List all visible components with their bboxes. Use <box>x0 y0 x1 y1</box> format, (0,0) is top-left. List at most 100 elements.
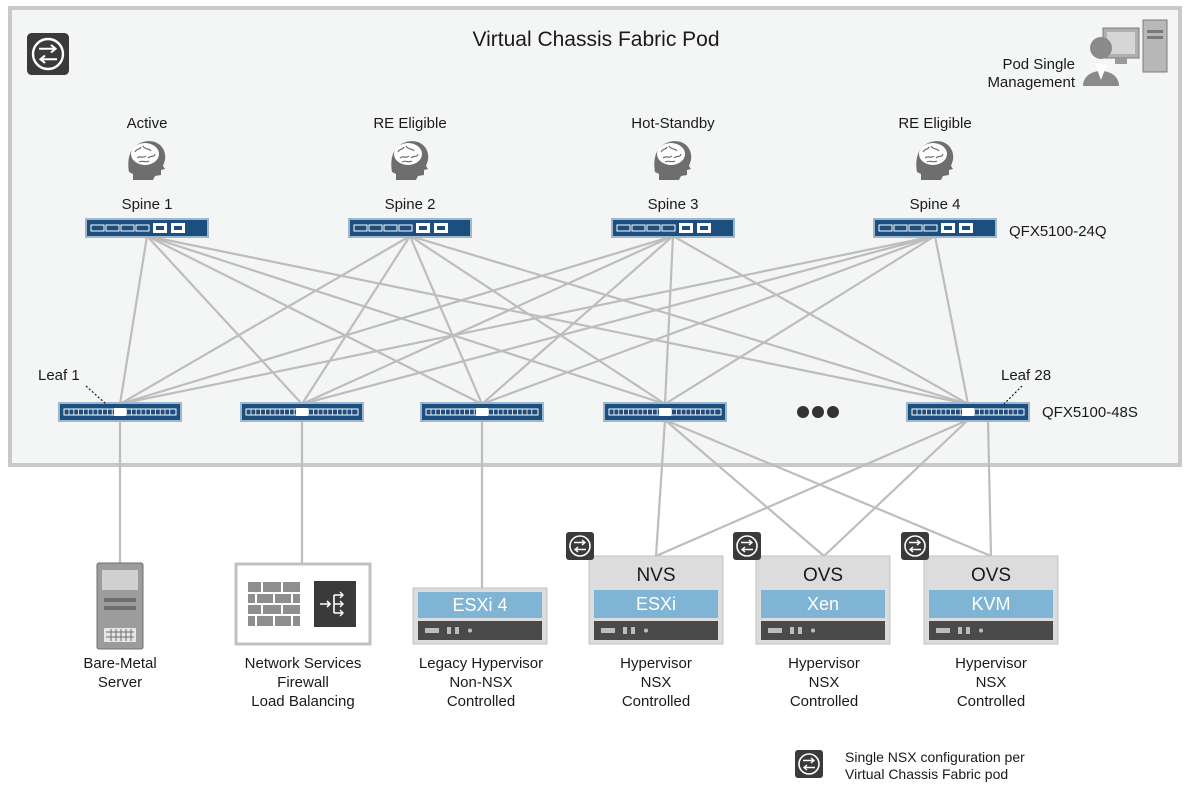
nsx-host-label-line1: Hypervisor <box>955 655 1027 672</box>
access-link <box>823 419 969 557</box>
leaf-last-pointer <box>1003 385 1023 405</box>
leaf-first-pointer <box>85 385 107 405</box>
nsx-host-label-line1: Hypervisor <box>620 655 692 672</box>
access-link <box>654 419 667 557</box>
bare-metal-label-line2: Server <box>98 674 142 691</box>
leaf-model-label: QFX5100-48S <box>1042 404 1138 421</box>
spine-switch <box>611 218 735 238</box>
legacy-hypervisor-host: ESXi 4 <box>412 587 548 645</box>
fabric-link <box>301 234 674 406</box>
nsx-host-label-line2: NSX <box>641 674 672 691</box>
fabric-link <box>672 235 969 405</box>
nsx-hypervisor-group: NVS ESXi OVS Xen OVS KVM <box>565 531 1059 645</box>
fabric-link <box>146 234 969 406</box>
nsx-host-label-line3: Controlled <box>622 693 690 710</box>
fabric-link <box>664 235 936 405</box>
nsx-host-hypervisor: Xen <box>807 594 839 614</box>
spine-switch <box>85 218 209 238</box>
network-services-appliance <box>234 562 372 646</box>
fabric-link <box>481 234 936 406</box>
nsx-host-icon <box>900 531 930 561</box>
legacy-label-line2: Non-NSX <box>449 674 512 691</box>
fabric-link <box>301 234 936 406</box>
spine-model-label: QFX5100-24Q <box>1009 223 1107 240</box>
nsx-host-label-line2: NSX <box>809 674 840 691</box>
nsx-host-label-line1: Hypervisor <box>788 655 860 672</box>
fabric-link <box>409 234 969 406</box>
fabric-link <box>663 235 675 405</box>
nsx-host-icon <box>565 531 595 561</box>
fabric-link <box>481 235 674 405</box>
fabric-link <box>933 235 970 405</box>
pod-title: Virtual Chassis Fabric Pod <box>472 28 719 51</box>
leaf-switch <box>603 402 727 422</box>
leaf-first-label: Leaf 1 <box>38 367 80 384</box>
leaf-switch <box>240 402 364 422</box>
management-label-line2: Management <box>987 74 1075 91</box>
nsx-host-switch: OVS <box>803 565 843 586</box>
leaf-switch <box>58 402 182 422</box>
legend-line1: Single NSX configuration per <box>845 749 1025 765</box>
nsx-host-switch: NVS <box>636 565 675 586</box>
management-label-line1: Pod Single <box>1002 56 1075 73</box>
spine-role-label: Hot-Standby <box>631 115 715 132</box>
nsx-host-icon <box>732 531 762 561</box>
spine-role-label: Active <box>127 115 168 132</box>
spine-switch <box>348 218 472 238</box>
nsx-host-label-line2: NSX <box>976 674 1007 691</box>
legend-line2: Virtual Chassis Fabric pod <box>845 766 1008 782</box>
network-services-label-line3: Load Balancing <box>251 693 354 710</box>
nsx-host: OVS KVM <box>900 531 1059 645</box>
network-services-label-line1: Network Services <box>245 655 362 672</box>
bare-metal-server-icon <box>96 562 144 650</box>
fabric-link <box>119 234 674 406</box>
leaf-switch <box>906 402 1030 422</box>
spine-name-label: Spine 3 <box>648 196 699 213</box>
leaf-last-label: Leaf 28 <box>1001 367 1051 384</box>
access-link <box>655 418 969 558</box>
bare-metal-label-line1: Bare-Metal <box>83 655 156 672</box>
spine-name-label: Spine 4 <box>910 196 961 213</box>
legacy-label-line1: Legacy Hypervisor <box>419 655 543 672</box>
fabric-link <box>408 235 484 405</box>
spine-switch <box>873 218 997 238</box>
access-link <box>664 418 992 558</box>
legend-nsx-icon <box>794 749 824 779</box>
fabric-link <box>301 235 411 405</box>
fabric-link <box>119 234 936 406</box>
fabric-link <box>118 235 149 405</box>
nsx-host-hypervisor: KVM <box>971 594 1010 614</box>
fabric-link <box>146 234 666 406</box>
leaf-tier <box>58 402 1030 422</box>
nsx-host-label-line3: Controlled <box>790 693 858 710</box>
spine-role-label: RE Eligible <box>898 115 971 132</box>
spine-role-label: RE Eligible <box>373 115 446 132</box>
load-balancer-icon <box>314 581 356 627</box>
spine-name-label: Spine 2 <box>385 196 436 213</box>
more-leaves-ellipsis <box>797 406 839 418</box>
leaf-switch <box>420 402 544 422</box>
legacy-label-line3: Controlled <box>447 693 515 710</box>
access-link <box>664 419 825 557</box>
fabric-links <box>118 234 993 588</box>
fabric-link <box>119 235 411 405</box>
nsx-pod-icon <box>25 31 71 77</box>
nsx-host-hypervisor: ESXi <box>636 594 676 614</box>
network-services-label-line2: Firewall <box>277 674 329 691</box>
fabric-link <box>146 235 483 405</box>
admin-user-icon <box>1083 19 1168 86</box>
nsx-host: OVS Xen <box>732 531 891 645</box>
access-link <box>986 419 993 557</box>
nsx-host: NVS ESXi <box>565 531 724 645</box>
nsx-host-switch: OVS <box>971 565 1011 586</box>
spine-name-label: Spine 1 <box>122 196 173 213</box>
fabric-link <box>146 235 303 405</box>
firewall-icon <box>248 582 300 626</box>
nsx-host-label-line3: Controlled <box>957 693 1025 710</box>
legacy-hypervisor-name: ESXi 4 <box>452 595 507 615</box>
